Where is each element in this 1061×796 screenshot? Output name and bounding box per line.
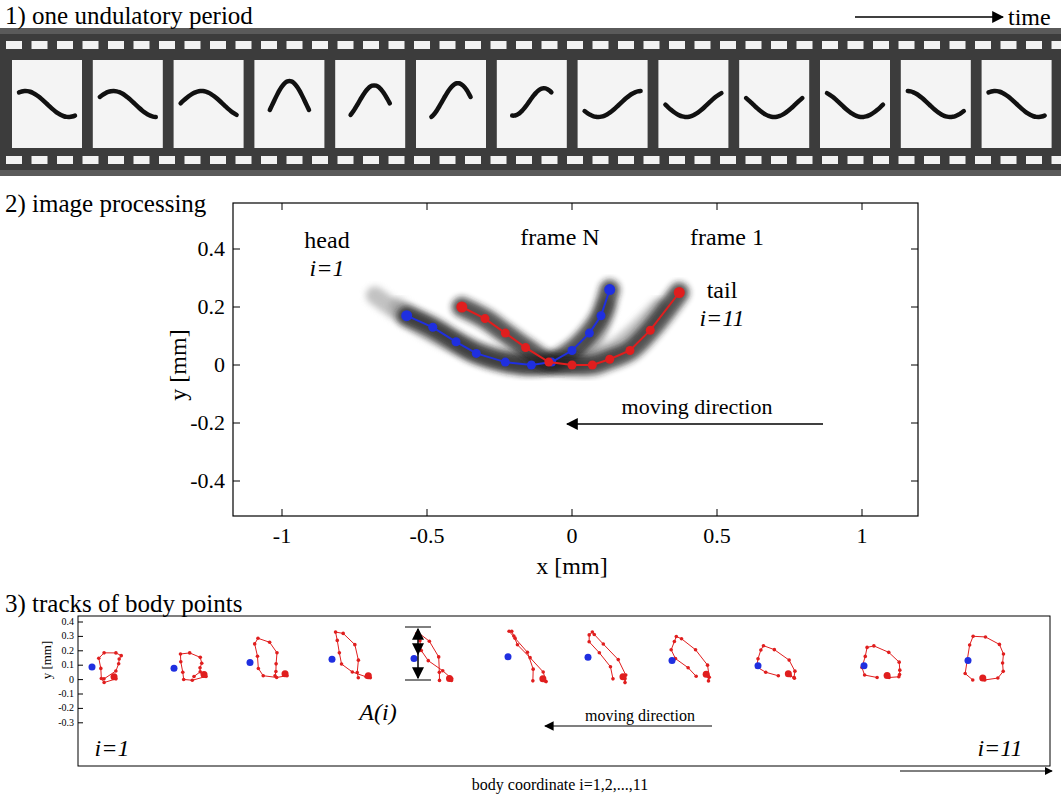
tick-label: -0.4 xyxy=(190,470,225,492)
tick-label: 0 xyxy=(567,525,578,547)
amplitude-label: A(i) xyxy=(359,700,396,724)
axis-label: body coordinate i=1,2,...,11 xyxy=(472,777,648,793)
tick-label: 0.2 xyxy=(198,296,226,318)
processing-plot xyxy=(233,203,918,516)
panel-title: 1) one undulatory period xyxy=(5,3,253,28)
tick-label: 0.1 xyxy=(62,660,75,670)
tick-label: 0.2 xyxy=(62,646,75,656)
part-label: head xyxy=(304,228,349,252)
axis-label: y [mm] xyxy=(40,641,53,680)
amplitude-arrow xyxy=(417,629,419,654)
axis-label: x [mm] xyxy=(536,554,607,578)
frame-label: frame N xyxy=(520,225,599,249)
frame-label: frame 1 xyxy=(690,225,764,249)
tracks-plot xyxy=(78,616,1050,766)
tick-label: 0.4 xyxy=(62,617,75,627)
tick-label: -0.5 xyxy=(410,525,445,547)
panel-title: 2) image processing xyxy=(5,191,206,216)
tick-label: 0.4 xyxy=(198,238,226,260)
direction-label: moving direction xyxy=(585,708,695,724)
direction-label: moving direction xyxy=(622,396,773,418)
tick-label: 0.3 xyxy=(62,631,75,641)
direction-arrow xyxy=(545,725,712,726)
tick-label: -0.1 xyxy=(58,689,74,699)
axis-label: time xyxy=(1008,5,1051,29)
tick-label: 1 xyxy=(857,525,868,547)
index-label: i=11 xyxy=(977,736,1022,760)
tick-label: -0.3 xyxy=(58,718,74,728)
time-arrow xyxy=(855,16,1003,18)
index-label: i=1 xyxy=(310,256,345,280)
part-label: tail xyxy=(707,278,738,302)
tick-label: -0.2 xyxy=(58,703,74,713)
direction-arrow xyxy=(567,423,823,425)
tick-label: 0 xyxy=(69,675,74,685)
axis-label: y [mm] xyxy=(166,329,190,400)
film-strip xyxy=(0,28,1061,176)
index-label: i=11 xyxy=(699,306,744,330)
index-label: i=1 xyxy=(95,736,130,760)
coordinate-arrow xyxy=(900,771,1052,772)
tick-label: -1 xyxy=(273,525,291,547)
tick-label: -0.2 xyxy=(190,412,225,434)
tick-label: 0.5 xyxy=(703,525,731,547)
panel-title: 3) tracks of body points xyxy=(5,591,242,616)
tick-label: 0 xyxy=(214,354,225,376)
amplitude-arrow xyxy=(417,654,419,678)
